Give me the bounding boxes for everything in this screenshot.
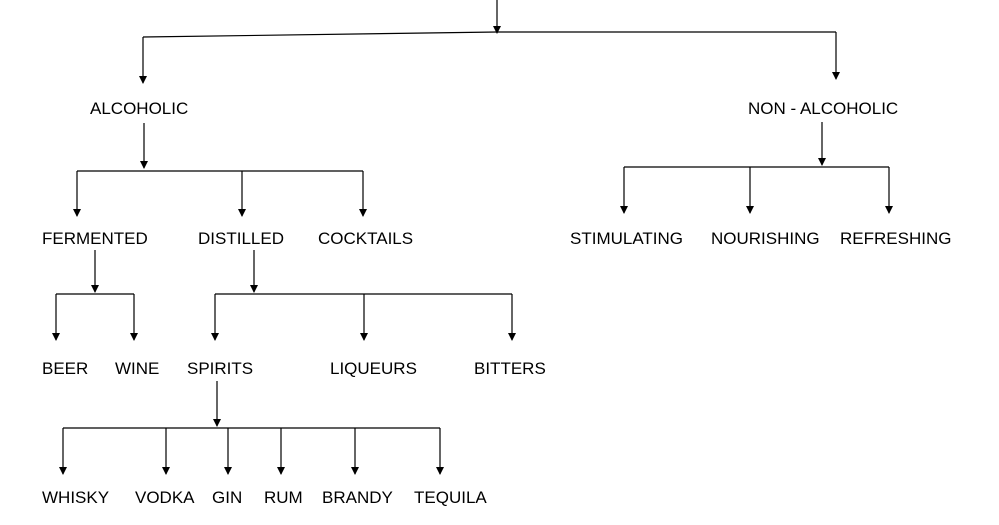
node-gin: GIN: [212, 488, 243, 507]
node-rum: RUM: [264, 488, 303, 507]
node-brandy: BRANDY: [322, 488, 393, 507]
node-liqueurs: LIQUEURS: [330, 359, 417, 378]
node-stimulating: STIMULATING: [570, 229, 684, 248]
node-beer: BEER: [42, 359, 89, 378]
node-spirits: SPIRITS: [187, 359, 254, 378]
node-wine: WINE: [115, 359, 160, 378]
node-bitters: BITTERS: [474, 359, 546, 378]
node-tequila: TEQUILA: [414, 488, 487, 507]
node-nourishing: NOURISHING: [711, 229, 820, 248]
node-distilled: DISTILLED: [198, 229, 284, 248]
node-whisky: WHISKY: [42, 488, 110, 507]
node-non-alcoholic: NON - ALCOHOLIC: [748, 99, 899, 118]
node-refreshing: REFRESHING: [840, 229, 952, 248]
node-fermented: FERMENTED: [42, 229, 148, 248]
root-bar-line: [142, 31, 498, 38]
node-cocktails: COCKTAILS: [318, 229, 414, 248]
node-alcoholic: ALCOHOLIC: [90, 99, 189, 118]
node-vodka: VODKA: [135, 488, 195, 507]
